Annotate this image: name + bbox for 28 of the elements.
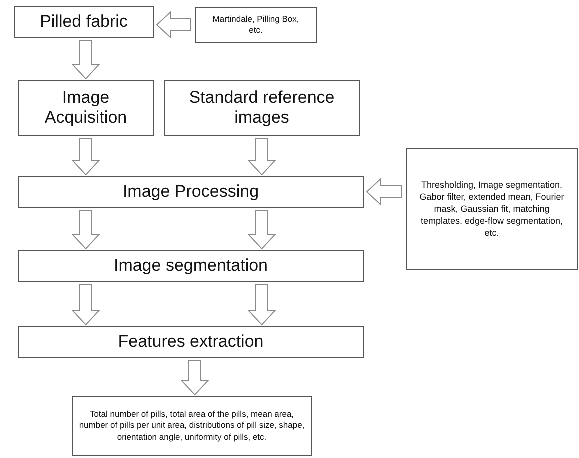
block-arrow: [248, 210, 276, 250]
process-box: [14, 6, 154, 38]
box-text: Image Acquisition: [44, 88, 128, 128]
process-box: [406, 148, 578, 270]
box-text: Features extraction: [118, 332, 264, 352]
box-text: Martindale, Pilling Box, etc.: [212, 14, 300, 36]
block-arrow: [156, 10, 192, 40]
block-arrow: [248, 138, 276, 176]
box-text: Image Processing: [122, 182, 260, 202]
box-text: Total number of pills, total area of the pills, mean area, number of pills per unit area, distributions of pill size, shape, orientation angle, uniformity of pills, etc.: [79, 408, 305, 444]
process-box: [164, 80, 360, 136]
process-box: [18, 80, 154, 136]
box-text: Image segmentation: [114, 256, 268, 276]
process-box: [18, 326, 364, 358]
block-arrow: [366, 178, 402, 206]
block-arrow: [72, 40, 100, 80]
process-box: [18, 250, 364, 282]
block-arrow: [72, 284, 100, 326]
block-arrow: [72, 210, 100, 250]
box-text: Standard reference images: [188, 88, 336, 128]
block-arrow: [72, 138, 100, 176]
process-box: [18, 176, 364, 208]
block-arrow: [248, 284, 276, 326]
box-text: Pilled fabric: [40, 12, 128, 32]
box-text: Thresholding, Image segmentation, Gabor filter, extended mean, Fourier mask, Gaussian fit, matching templates, edge-flow segmentation, etc.: [418, 178, 566, 240]
block-arrow: [180, 360, 210, 396]
process-box: [72, 396, 312, 456]
process-box: [195, 7, 317, 43]
